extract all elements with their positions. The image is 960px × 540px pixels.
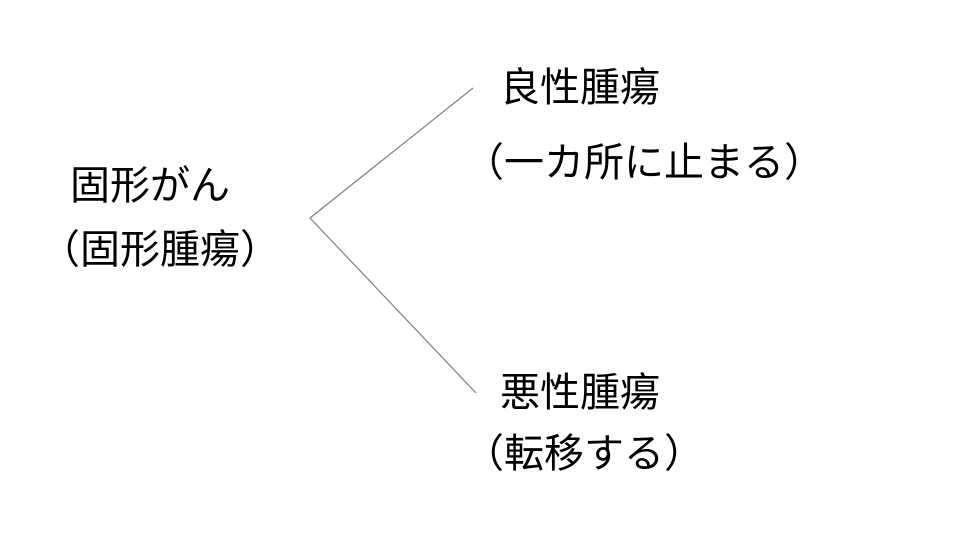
branch-benign-note: （一カ所に止まる）: [464, 140, 824, 186]
branch-benign-title: 良性腫瘍: [500, 65, 660, 111]
branch-malignant-title: 悪性腫瘍: [500, 370, 660, 416]
branch-malignant-note: （転移する）: [464, 431, 704, 477]
root-node-title: 固形がん: [70, 163, 230, 209]
root-node-subtitle: （固形腫瘍）: [40, 227, 280, 273]
connector-to-benign: [309, 87, 474, 219]
connector-to-malignant: [309, 217, 477, 394]
